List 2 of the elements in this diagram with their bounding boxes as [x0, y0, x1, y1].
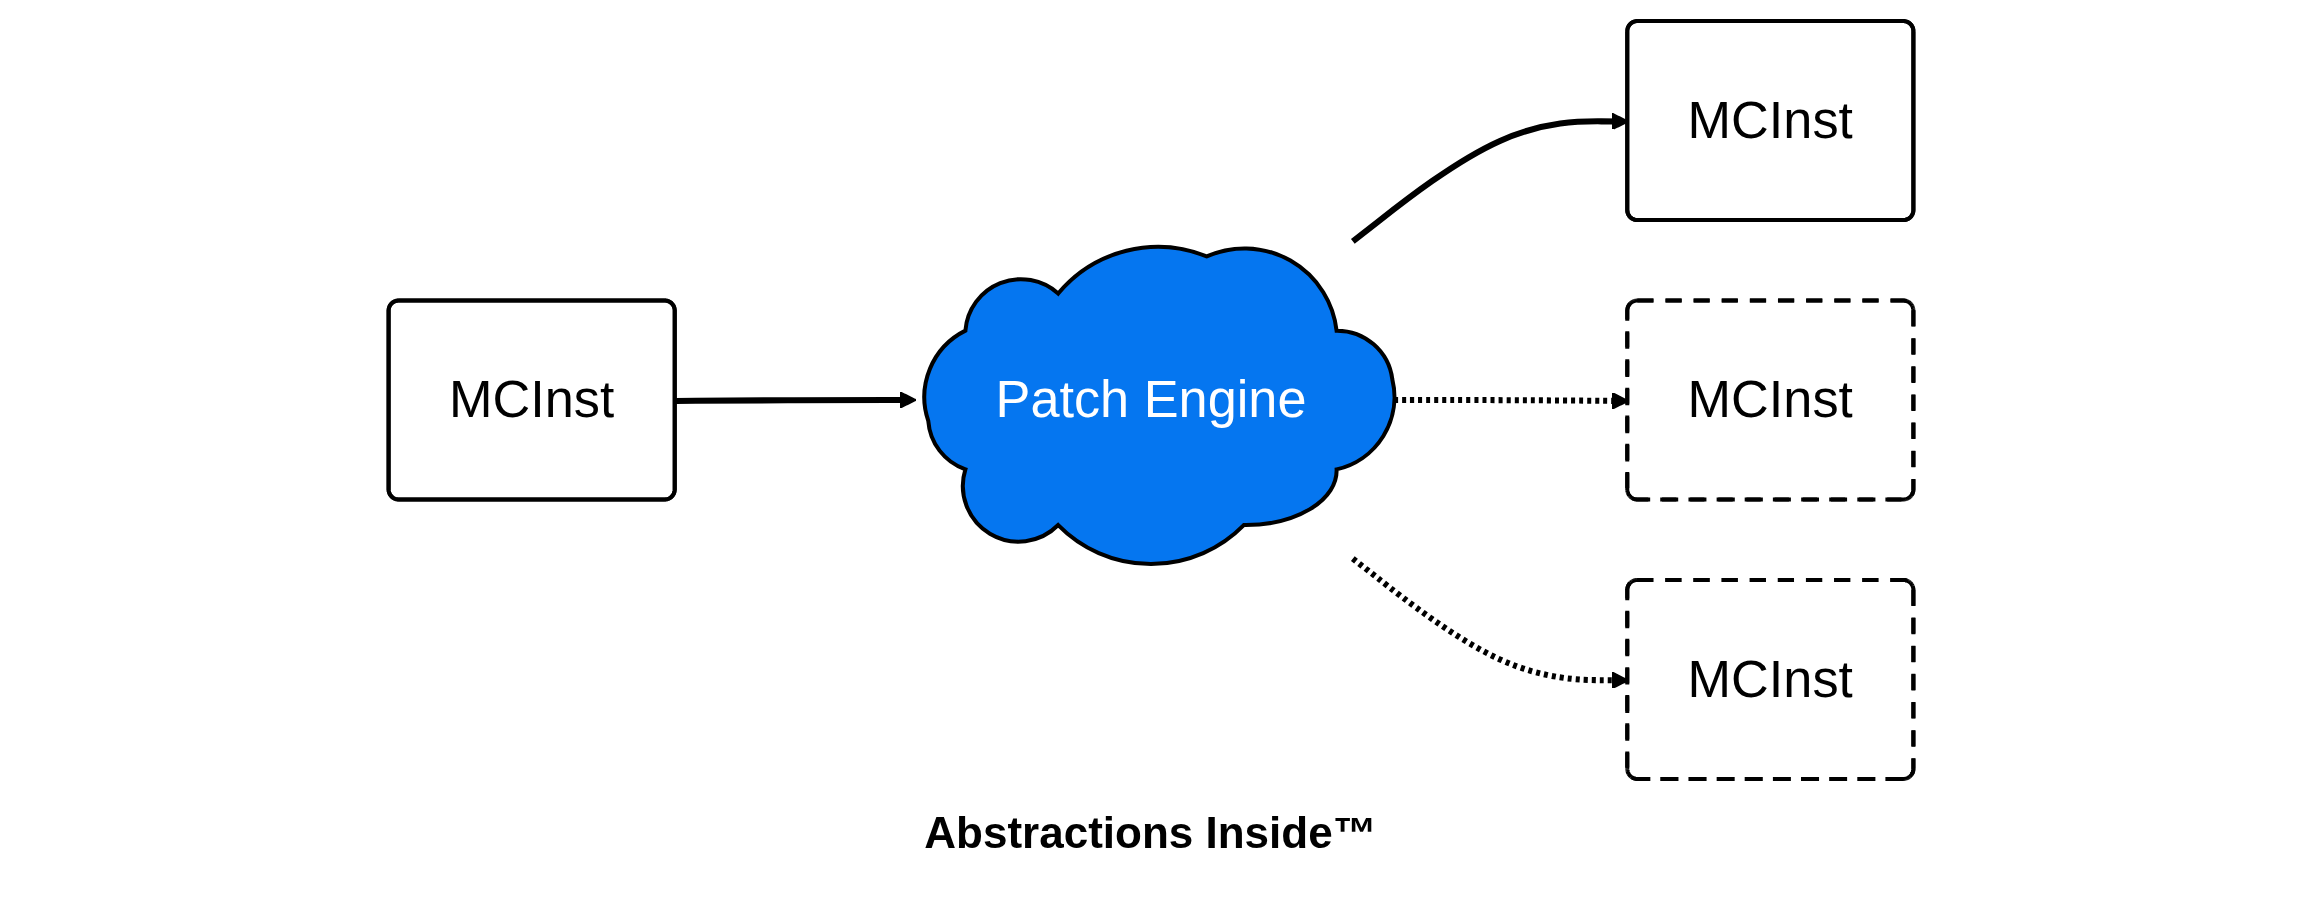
caption: Abstractions Inside™ — [924, 808, 1377, 858]
arrow — [675, 391, 917, 409]
